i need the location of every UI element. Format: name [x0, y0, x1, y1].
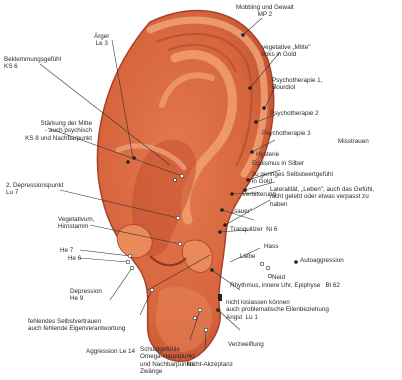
label-hysterie: Hysterie	[256, 151, 279, 158]
point-vegetativum	[178, 242, 182, 246]
point-verzweiflung	[204, 328, 208, 332]
point-vegetative-mitte	[248, 86, 252, 90]
point-bl62	[210, 268, 214, 272]
point-lateral	[223, 223, 227, 227]
label-sauer: „sauer"	[232, 208, 252, 215]
label-verzweiflung: Verzweiflung	[228, 341, 264, 348]
label-staerkung: Stärkung der Mitte - auch psychisch KS 8…	[25, 120, 92, 142]
point-ks8	[180, 174, 184, 178]
label-he7: He 7	[60, 247, 73, 254]
label-he6: He 6	[68, 255, 81, 262]
point-omega	[198, 308, 202, 312]
point-le3	[132, 156, 136, 160]
point-he6	[126, 260, 130, 264]
label-liebe: Liebe	[240, 253, 255, 260]
label-hass: Hass	[264, 243, 278, 250]
point-ks8b	[173, 178, 176, 181]
point-sauer	[220, 208, 224, 212]
point-lu1	[216, 308, 220, 312]
label-beklemmung: Beklemmungsgefühl KS 6	[4, 56, 61, 71]
label-vegetativum: Vegetativum, Hirnstamm	[58, 216, 94, 231]
label-nichtakzeptanz: Nicht-Akzeptanz	[187, 361, 233, 368]
point-lu7	[176, 216, 180, 220]
label-autoaggression: Autoaggression	[300, 257, 344, 264]
label-psycho1: Psychotherapie 1, Bourdiol	[272, 77, 322, 92]
label-aerger: Ärger Le 3	[94, 33, 109, 48]
label-depression: Depression He 9	[70, 288, 102, 303]
point-omega-b	[193, 316, 196, 319]
point-hass	[260, 262, 264, 266]
label-misstrauen: Misstrauen	[338, 138, 369, 145]
lobule-marker	[218, 294, 222, 301]
label-loslassen: nicht loslassen können auch problematisc…	[226, 299, 329, 321]
label-selbstwert: zu geringes Selbstwertgefühl in Gold	[252, 171, 333, 186]
label-mobbing: Mobbing und Gewalt MP 2	[236, 4, 294, 19]
label-tranquilizer: Tranquilizer Ni 6	[230, 226, 277, 233]
point-liebe	[266, 266, 270, 270]
label-aggression: Aggression Le 14	[86, 348, 135, 355]
point-he7	[128, 254, 132, 258]
point-he9	[130, 266, 134, 270]
point-le14	[150, 288, 154, 292]
point-autoaggression	[294, 260, 298, 264]
label-neid: Neid	[272, 274, 285, 281]
point-psycho3	[250, 150, 254, 154]
label-depression2: 2. Depressionspunkt Lu 7	[6, 182, 63, 197]
point-mp2	[241, 33, 245, 37]
point-ks6	[126, 160, 130, 164]
label-selbstvertrauen: fehlendes Selbstvertrauen auch fehlende …	[28, 318, 125, 333]
point-psycho1	[262, 106, 266, 110]
point-verbitterung	[230, 192, 234, 196]
label-psycho3: Psychotherapie 3	[262, 130, 311, 137]
label-psycho2: Psychotherapie 2	[270, 110, 319, 117]
label-lateralitaet: Lateralität, „Leben", auch das Gefühl, n…	[270, 186, 374, 208]
point-ni6	[218, 230, 222, 234]
label-egoismus: Egoismus in Silber	[252, 160, 304, 167]
label-vegetative-mitte: vegetative „Mitte" links in Gold	[262, 44, 310, 59]
point-hysterie	[246, 178, 250, 182]
point-psycho2	[254, 120, 258, 124]
label-rhythmus: Rhythmus, innere Uhr, Epiphyse Bl 62	[230, 282, 340, 289]
